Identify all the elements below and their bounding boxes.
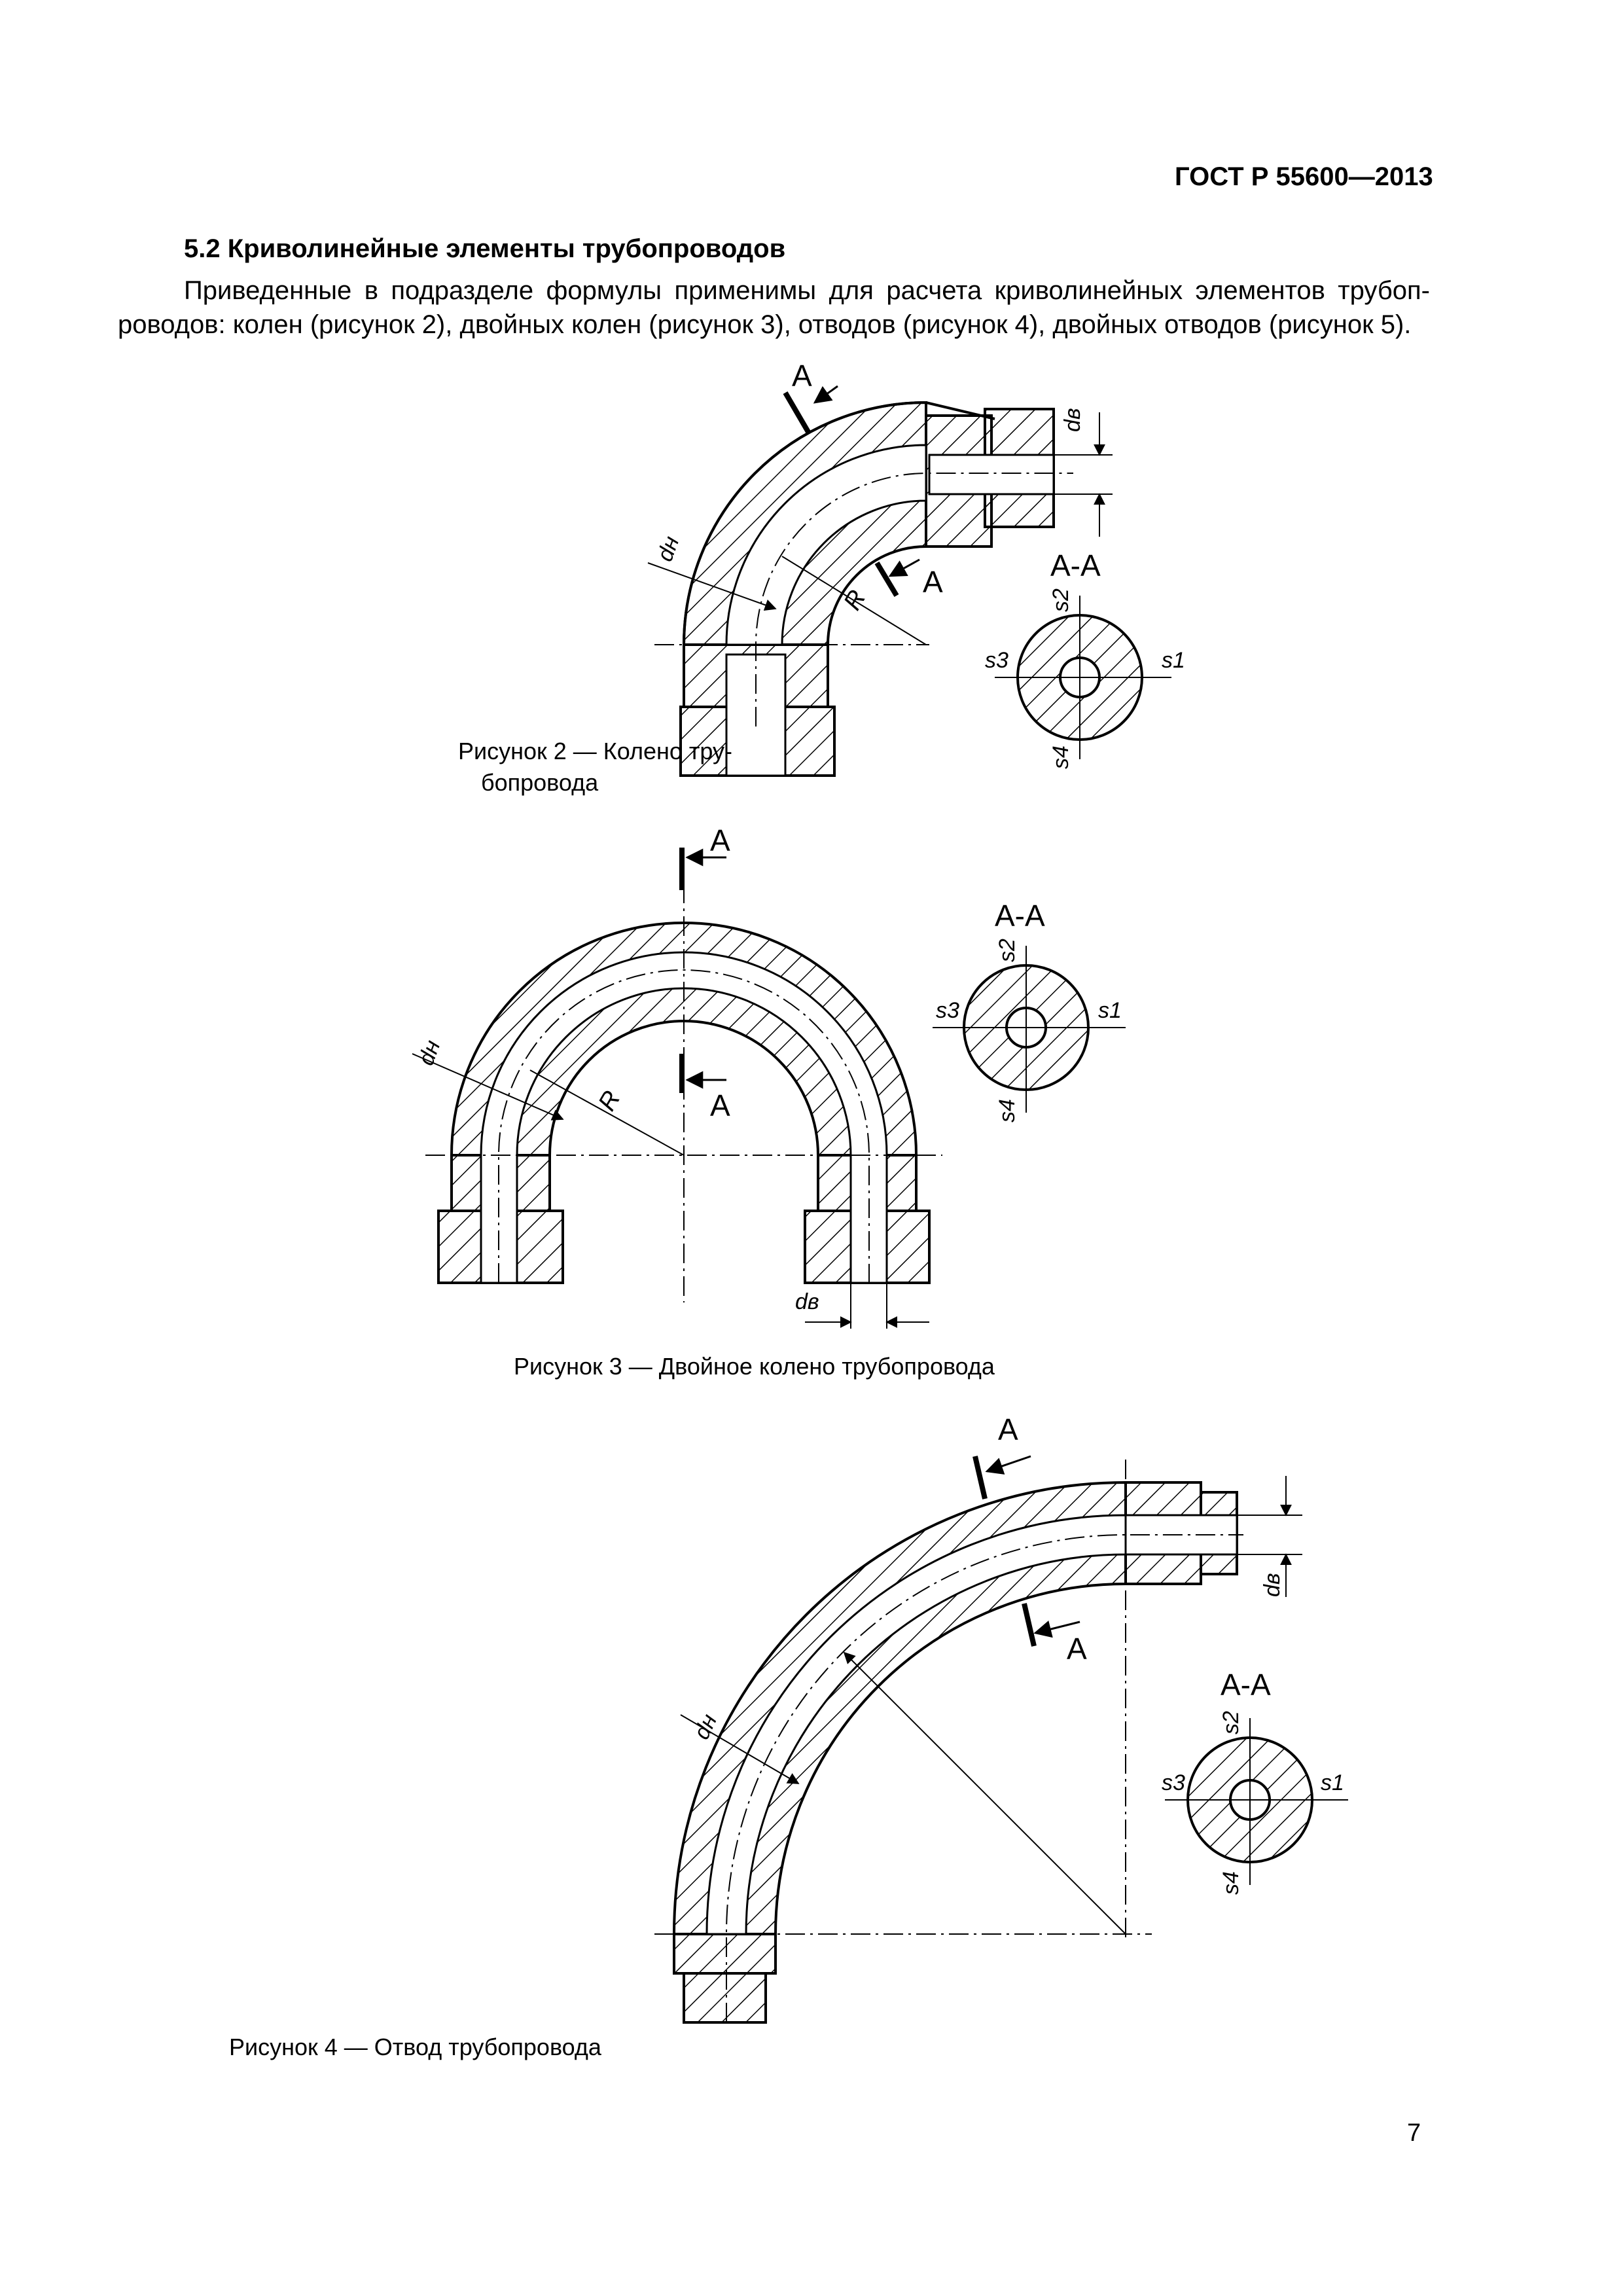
figure-2-caption-line-1: Рисунок 2 — Колено тру-: [458, 738, 732, 764]
figure-2-elbow: dв dн R A A: [647, 359, 1113, 777]
paragraph-line-2: роводов: колен (рисунок 2), двойных коле…: [118, 310, 1412, 339]
s1-label: s1: [1321, 1770, 1344, 1795]
outer-diameter-label: dн: [652, 533, 685, 565]
s2-label: s2: [1048, 588, 1073, 612]
inner-diameter-label: dв: [1060, 408, 1085, 432]
section-mark-a: A: [998, 1412, 1018, 1446]
s3-label: s3: [1162, 1770, 1185, 1795]
radius-label: R: [593, 1086, 626, 1116]
s3-label: s3: [936, 998, 959, 1023]
section-title: 5.2 Криволинейные элементы трубопроводов: [184, 234, 786, 263]
section-aa-fig2: A-A s1 s2 s3 s4: [985, 548, 1185, 769]
section-mark-a: A: [792, 359, 812, 393]
figure-4-caption: Рисунок 4 — Отвод трубопровода: [229, 2034, 602, 2060]
figure-2-caption-line-2: бопровода: [481, 769, 599, 796]
inner-diameter-label: dв: [1260, 1573, 1285, 1597]
s4-label: s4: [995, 1099, 1020, 1122]
section-view-title: A-A: [1221, 1668, 1271, 1702]
section-mark-a: A: [710, 1088, 730, 1122]
figure-3-double-elbow: dв dн R A A: [412, 823, 942, 1329]
outer-diameter-label: dн: [414, 1037, 446, 1069]
s2-label: s2: [995, 939, 1020, 962]
inner-diameter-label: dв: [795, 1289, 819, 1314]
standard-number: ГОСТ Р 55600—2013: [1175, 162, 1433, 191]
outer-diameter-label: dн: [689, 1710, 722, 1743]
page-number: 7: [1407, 2119, 1421, 2147]
section-aa-fig4: A-A s1 s2 s3 s4: [1162, 1668, 1348, 1895]
section-view-title: A-A: [995, 899, 1045, 933]
section-view-title: A-A: [1050, 548, 1101, 583]
paragraph-line-1: Приведенные в подразделе формулы примени…: [184, 276, 1430, 305]
section-mark-a: A: [1067, 1632, 1087, 1666]
s3-label: s3: [985, 648, 1008, 673]
s4-label: s4: [1219, 1871, 1243, 1895]
section-mark-a: A: [710, 823, 730, 857]
s1-label: s1: [1162, 648, 1185, 673]
s2-label: s2: [1219, 1711, 1243, 1734]
section-mark-a: A: [923, 565, 943, 599]
s4-label: s4: [1048, 745, 1073, 769]
figure-3-caption: Рисунок 3 — Двойное колено трубопровода: [514, 1353, 995, 1380]
section-aa-fig3: A-A s1 s2 s3 s4: [933, 899, 1126, 1122]
s1-label: s1: [1098, 998, 1122, 1023]
figure-4-bend: dв dн A A: [654, 1412, 1302, 2024]
